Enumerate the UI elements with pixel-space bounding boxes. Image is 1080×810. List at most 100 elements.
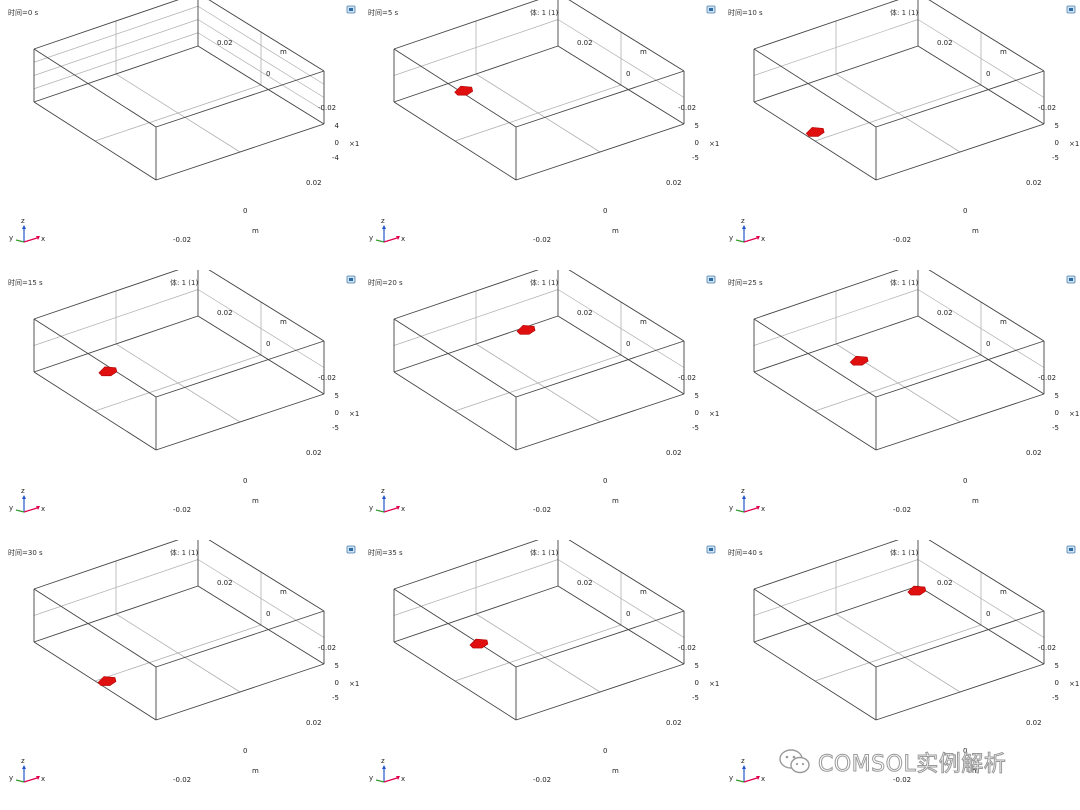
- grid-line: [557, 19, 685, 98]
- grid-line: [917, 19, 1045, 98]
- grid-line: [917, 559, 1045, 638]
- tick-label: 5: [695, 662, 699, 670]
- box-edge: [33, 0, 179, 50]
- axis-triad: zxy: [729, 487, 765, 513]
- domain-box: [393, 540, 685, 721]
- tick-label: -0.02: [533, 236, 551, 244]
- tick-label: -5: [332, 694, 339, 702]
- triad-x-arrow: [743, 507, 758, 513]
- tick-label: -5: [692, 694, 699, 702]
- tick-label: -4: [332, 154, 340, 162]
- axis-unit-label: m: [1000, 48, 1007, 56]
- tick-label: 0.02: [577, 579, 593, 587]
- camera-icon[interactable]: [706, 545, 716, 554]
- camera-icon[interactable]: [706, 275, 716, 284]
- camera-icon[interactable]: [706, 5, 716, 14]
- axis-triad: zxy: [9, 757, 45, 783]
- triad-y-label: y: [9, 774, 13, 782]
- axis-unit-label: m: [252, 227, 259, 235]
- box-edge: [33, 101, 157, 181]
- tick-label: 0.02: [666, 179, 682, 187]
- particle-blob: [98, 366, 118, 377]
- axis-unit-label: ×1: [709, 680, 719, 688]
- tick-label: -5: [692, 154, 699, 162]
- triad-y-label: y: [729, 774, 733, 782]
- triad-z-label: z: [381, 487, 385, 495]
- triad-y-arrow: [15, 779, 25, 783]
- box-edge: [33, 588, 157, 668]
- box-edge: [875, 123, 1045, 181]
- box-edge: [875, 340, 1045, 398]
- tick-label: 0: [266, 610, 270, 618]
- box-edge: [753, 48, 877, 128]
- camera-icon[interactable]: [346, 545, 356, 554]
- tick-label: 0.02: [937, 309, 953, 317]
- axis-unit-label: m: [640, 588, 647, 596]
- box-edge: [155, 393, 325, 451]
- domain-box: [753, 0, 1045, 181]
- tick-label: 0.02: [217, 309, 233, 317]
- box-edge: [753, 270, 899, 320]
- axis-unit-label: m: [640, 48, 647, 56]
- tick-label: 0.02: [1026, 719, 1042, 727]
- box-edge: [155, 123, 325, 181]
- box-edge: [515, 70, 685, 128]
- triad-y-arrow: [375, 779, 385, 783]
- time-label: 时间=20 s: [368, 278, 403, 287]
- tick-label: -0.02: [533, 776, 551, 784]
- camera-icon[interactable]: [1066, 5, 1076, 14]
- box-edge: [875, 393, 1045, 451]
- camera-icon[interactable]: [1066, 545, 1076, 554]
- tick-label: 0: [695, 139, 699, 147]
- camera-icon[interactable]: [346, 275, 356, 284]
- particle-blob: [97, 676, 117, 686]
- tick-label: 0: [335, 139, 339, 147]
- particle-blob: [805, 127, 825, 137]
- tick-label: -0.02: [893, 506, 911, 514]
- tick-label: 0.02: [577, 39, 593, 47]
- box-edge: [753, 641, 877, 721]
- axis-unit-label: m: [972, 767, 979, 775]
- tick-label: 0: [963, 207, 967, 215]
- axis-unit-label: m: [640, 318, 647, 326]
- triad-z-label: z: [381, 217, 385, 225]
- axis-unit-label: m: [612, 227, 619, 235]
- floor-grid: [33, 559, 325, 693]
- tick-label: 0: [603, 477, 607, 485]
- axis-triad: zxy: [9, 487, 45, 513]
- tick-label: 0: [603, 207, 607, 215]
- time-label: 时间=40 s: [728, 548, 763, 557]
- camera-icon[interactable]: [1066, 275, 1076, 284]
- subtitle-label: 体: 1 (1): [170, 548, 198, 557]
- tick-label: 0: [963, 747, 967, 755]
- time-label: 时间=30 s: [8, 548, 43, 557]
- box-edge: [753, 318, 877, 398]
- box-edge: [33, 45, 199, 103]
- tick-label: 5: [1055, 662, 1059, 670]
- box-edge: [33, 318, 157, 398]
- grid-line: [197, 559, 325, 638]
- tick-label: 0.02: [306, 719, 322, 727]
- box-edge: [33, 540, 179, 590]
- grid-line: [557, 559, 685, 638]
- camera-icon[interactable]: [346, 5, 356, 14]
- grid-line: [814, 354, 982, 412]
